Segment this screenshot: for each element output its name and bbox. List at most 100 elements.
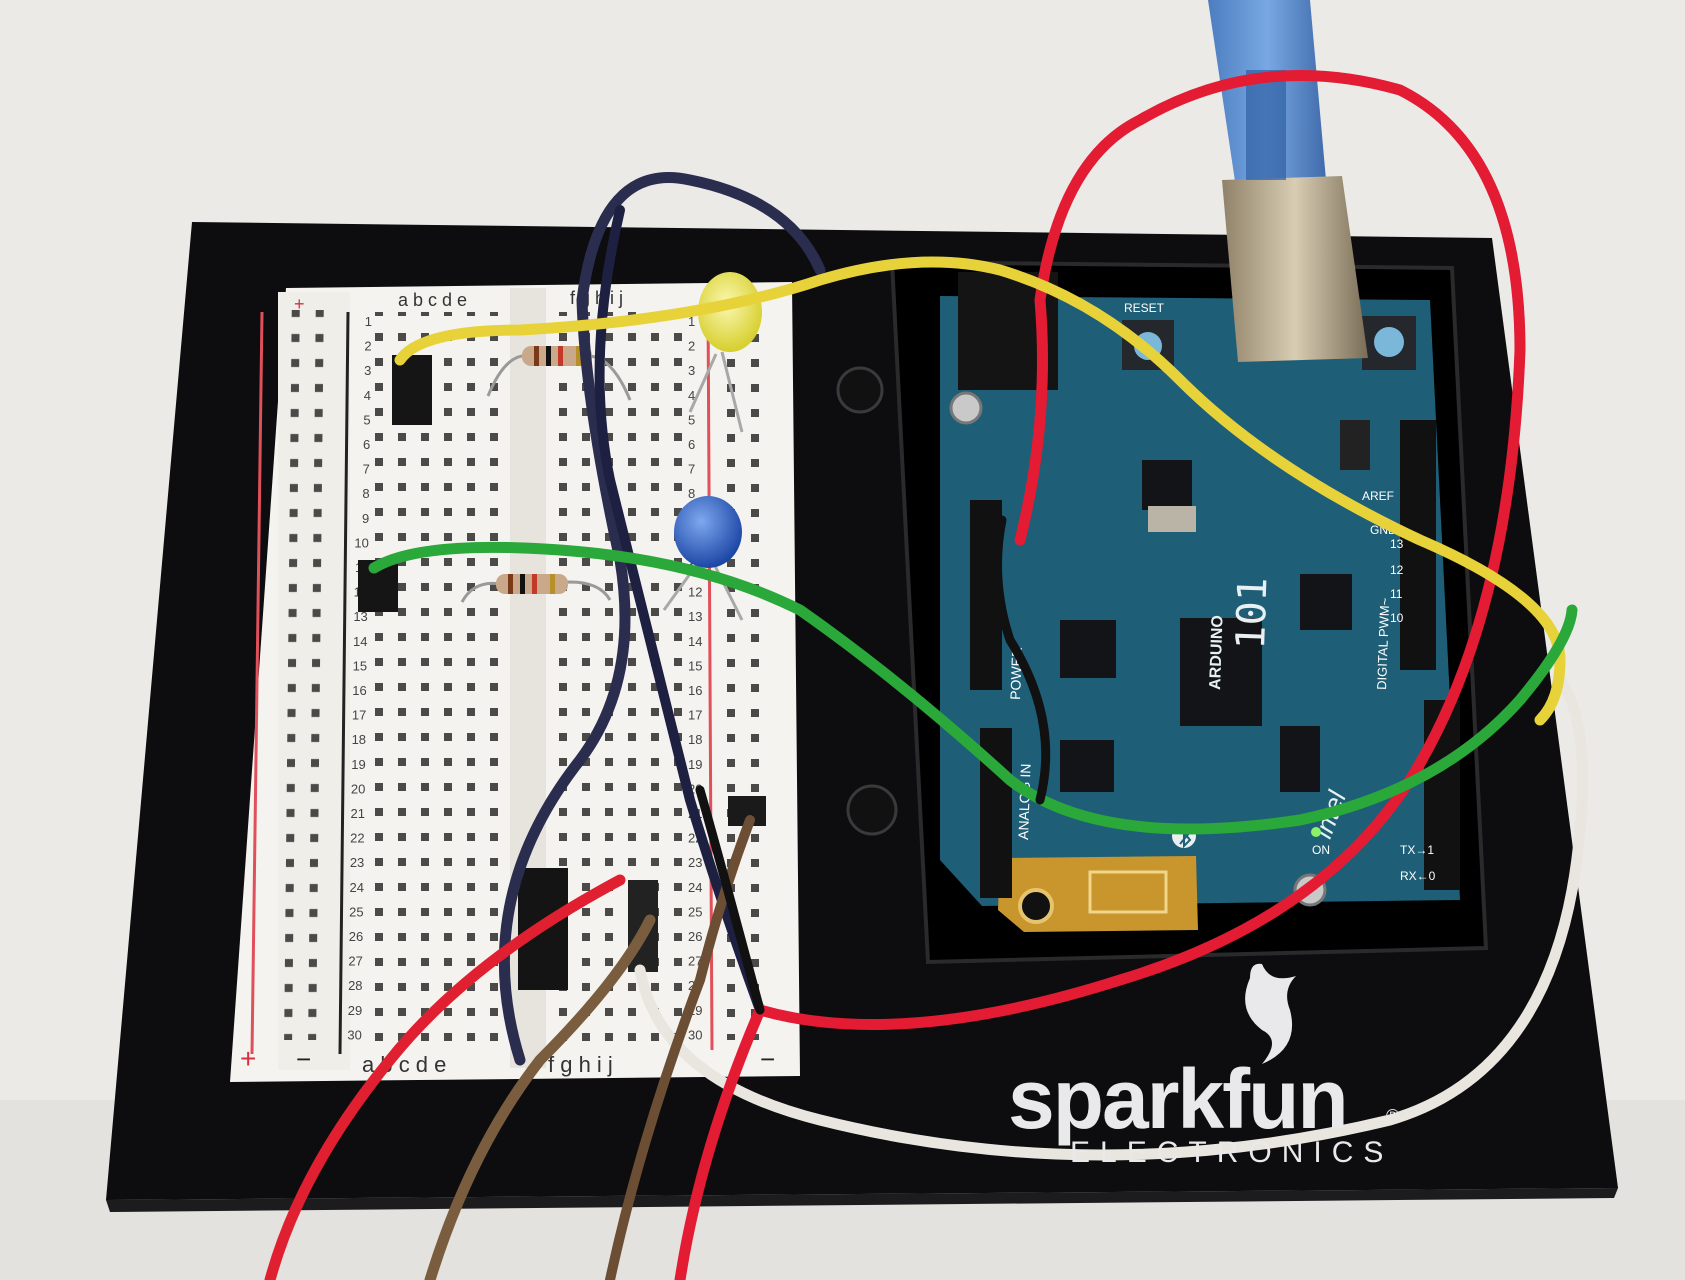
reset-button-right-cap [1374,327,1404,357]
chip-2 [1060,620,1116,678]
resistor-bottom [460,574,612,603]
header-connector-top [392,355,432,425]
row-number-left: 10 [354,535,368,550]
row-number-right: 13 [688,609,702,624]
standoff-bottom [846,784,898,836]
wires [264,69,1588,1280]
chip-5 [1142,460,1192,510]
chip-6 [1280,726,1320,792]
row-number-left: 16 [352,683,366,698]
row-number-left: 18 [352,732,366,747]
row-number-right: 14 [688,634,702,649]
arduino-board: 101 ARDUINO intel POWER ANALOG IN DIGITA… [940,272,1460,932]
row-number-left: 25 [349,904,363,919]
base-plate-edge [106,1188,1618,1212]
rail-plus-label-bottom: + [240,1043,256,1074]
logo-text: sparkfun [1008,1052,1347,1146]
row-number-right: 24 [688,880,702,895]
rail-minus-label-right: − [760,1044,775,1074]
logo-registered: ® [1386,1106,1399,1126]
row-number-left: 3 [364,363,371,378]
row-number-right: 2 [688,339,695,354]
row-number-right: 3 [688,363,695,378]
sparkfun-logo: sparkfun ® ELECTRONICS [1008,963,1399,1169]
logo-subtext: ELECTRONICS [1070,1136,1393,1169]
row-number-left: 6 [363,437,370,452]
reset-label: RESET [1124,301,1165,315]
row-number-left: 24 [349,880,363,895]
row-number-left: 26 [349,929,363,944]
brand-label: ARDUINO [1207,615,1227,690]
usb-cable [1208,0,1368,362]
row-number-left: 13 [353,609,367,624]
row-number-left: 9 [362,511,369,526]
resistor-top [486,346,632,401]
row-number-right: 15 [688,658,702,673]
row-number-left: 4 [364,388,371,403]
row-number-right: 6 [688,437,695,452]
pin-12-label: 12 [1390,563,1404,577]
wire-white [634,674,1588,1161]
pin-11-label: 11 [1390,587,1403,601]
rail-minus-label-bottom: − [296,1044,311,1074]
mount-hole-antenna [1018,888,1054,924]
row-number-left: 1 [365,314,372,329]
row-number-left: 27 [348,954,362,969]
row-number-right: 25 [688,904,702,919]
wire-brown [424,914,656,1280]
row-number-left: 19 [351,757,365,772]
wire-black-breadboard [695,785,765,1015]
capacitor [1148,506,1196,532]
breadboard: a b c d e f g h i j a b c d e f g h i j … [230,282,800,1082]
column-letters-right-bottom: f g h i j [548,1052,613,1077]
row-number-left: 28 [348,978,362,993]
row-number-right: 12 [688,585,702,600]
wire-yellow [394,256,1566,726]
rail-plus-label-top: + [294,294,305,314]
row-number-left: 17 [352,708,366,723]
row-number-left: 21 [351,806,365,821]
tx-label: TX→1 [1400,843,1434,857]
analog-label: ANALOG IN [1015,763,1034,840]
row-number-left: 2 [364,339,371,354]
wire-navy-2 [594,205,765,1015]
row-number-right: 26 [688,929,702,944]
antenna-trace [1088,870,1168,914]
row-number-left: 5 [363,412,370,427]
row-number-left: 14 [353,634,367,649]
row-number-right: 4 [688,388,695,403]
row-number-right: 17 [688,708,702,723]
on-led [1311,827,1321,837]
row-number-right: 5 [688,412,695,427]
wire-red-main [674,69,1526,1280]
yellow-led [688,272,762,433]
icsp-header [1340,420,1370,470]
wire-black-arduino [993,515,1051,805]
row-number-right: 23 [688,855,702,870]
row-number-right: 30 [688,1027,702,1042]
row-number-right: 16 [688,683,702,698]
row-number-left: 7 [363,462,370,477]
sparkfun-flame-icon [1245,963,1296,1064]
on-label: ON [1312,843,1330,857]
column-letters-left-top: a b c d e [398,290,467,310]
digital-label: DIGITAL PWM~ [1374,597,1392,690]
rail-minus-line-left [338,311,350,1055]
row-number-right: 7 [688,462,695,477]
terminal-strip-left [375,312,505,1047]
mount-screw-top [949,391,983,425]
row-number-left: 15 [353,658,367,673]
rail-plus-line-left [250,311,264,1055]
row-number-left: 30 [347,1027,361,1042]
aref-label: AREF [1362,489,1394,503]
wire-navy [498,172,826,1066]
rx-label: RX←0 [1400,869,1436,883]
pin-13-label: 13 [1390,537,1404,551]
row-number-left: 29 [348,1003,362,1018]
row-number-left: 23 [350,855,364,870]
row-number-left: 20 [351,781,365,796]
pin-10-label: 10 [1390,611,1404,625]
model-label: 101 [1228,577,1276,651]
chip-3 [1300,574,1352,630]
